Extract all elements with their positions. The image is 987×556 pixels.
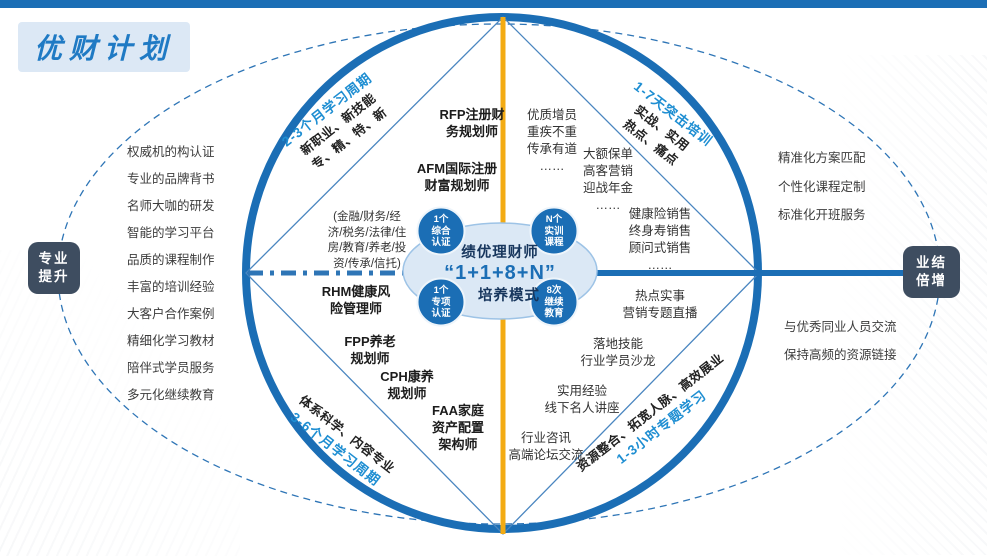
circle-label-special-cert: 1个 专项 认证 [431, 284, 451, 319]
feature-circle-bottom-right [529, 277, 579, 327]
list-item: 个性化课程定制 [778, 179, 866, 194]
list-item: 专业的品牌背书 [127, 172, 215, 186]
badge-professional-boost: 专业 提升 [28, 242, 80, 294]
right-services-list: 精准化方案匹配 个性化课程定制 标准化开班服务 [778, 144, 866, 230]
cert-cph: CPH康养 规划师 [380, 369, 434, 401]
list-item: 多元化继续教育 [127, 388, 215, 402]
cert-fpp: FPP养老 规划师 [344, 334, 396, 366]
list-item: 大客户合作案例 [127, 307, 215, 321]
badge-performance-growth: 业结 倍增 [903, 246, 960, 298]
list-item: 保持高频的资源链接 [784, 347, 897, 362]
list-item: 与优秀同业人员交流 [784, 320, 897, 334]
feature-circle-top-right [529, 206, 579, 256]
list-item: 智能的学习平台 [127, 226, 215, 240]
list-item: 精准化方案匹配 [778, 151, 866, 165]
center-title: 绩优理财师 [461, 245, 539, 261]
list-item: 品质的课程制作 [127, 253, 215, 267]
page-title: 优财计划 [18, 22, 191, 72]
cert-rhm: RHM健康风 险管理师 [321, 284, 391, 316]
right-network-list: 与优秀同业人员交流 保持高频的资源链接 [784, 314, 897, 369]
topic-live-stream: 热点实事 营销专题直播 [622, 289, 698, 320]
list-item: 精细化学习教材 [127, 334, 215, 348]
feature-circle-top-left [416, 206, 466, 256]
circle-label-continuing-education: 8次 继续 教育 [544, 284, 564, 319]
topic-recruiting: 优质增员 重疾不重 传承有道 …… [526, 108, 578, 173]
fields-note: (金融/财务/经 济/税务/法律/住 房/教育/养老/投 资/传承/信托) [327, 211, 407, 270]
list-item: 陪伴式学员服务 [127, 361, 215, 375]
feature-circle-bottom-left [416, 277, 466, 327]
list-item: 名师大咖的研发 [127, 199, 215, 213]
topic-salon: 落地技能 行业学员沙龙 [580, 337, 656, 368]
topic-forum: 行业咨讯 高端论坛交流 [508, 431, 584, 462]
topic-lecture: 实用经验 线下名人讲座 [544, 384, 620, 415]
left-benefits-list: 权威机的构认证 专业的品牌背书 名师大咖的研发 智能的学习平台 品质的课程制作 … [127, 139, 215, 409]
list-item: 标准化开班服务 [778, 208, 866, 222]
top-accent-bar [0, 0, 987, 8]
center-model: 绩优理财师 “1+1+8+N” 培养模式 [444, 241, 556, 305]
texture-fade-left [0, 250, 250, 556]
list-item: 丰富的培训经验 [127, 280, 215, 294]
list-item: 权威机的构认证 [127, 145, 215, 159]
topic-insurance-sales: 健康险销售 终身寿销售 顾问式销售 …… [628, 207, 692, 272]
cert-rfp: RFP注册财 务规划师 [439, 107, 505, 139]
center-subtitle: 培养模式 [477, 288, 540, 304]
circle-label-training-courses: N个 实训 课程 [544, 213, 564, 248]
cert-faa: FAA家庭 资产配置 架构师 [431, 403, 485, 452]
texture-fade-right [827, 55, 987, 556]
topic-big-policy: 大额保单 高客营销 迎战年金 …… [582, 147, 634, 212]
cert-afm: AFM国际注册 财富规划师 [416, 161, 498, 193]
circle-label-comprehensive-cert: 1个 综合 认证 [431, 213, 451, 248]
center-formula: “1+1+8+N” [444, 262, 556, 284]
